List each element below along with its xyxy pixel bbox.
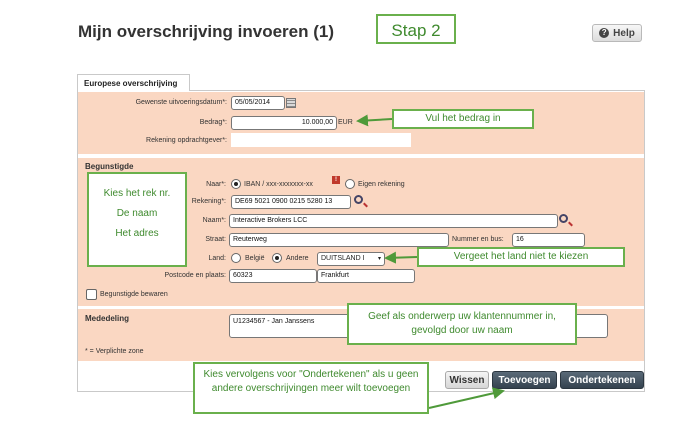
help-label: Help: [613, 27, 635, 39]
page-title: Mijn overschrijving invoeren (1): [78, 22, 335, 41]
step-callout: Stap 2: [376, 14, 456, 44]
required-note: * = Verplichte zone: [85, 348, 144, 355]
postcode-label: Postcode en plaats:: [164, 272, 227, 279]
add-button[interactable]: Toevoegen: [492, 371, 557, 389]
payer-account-label: Rekening opdrachtgever*:: [146, 137, 227, 144]
sign-callout: Kies vervolgens voor "Ondertekenen" als …: [193, 362, 429, 414]
city-input[interactable]: Frankfurt: [317, 269, 415, 283]
beneficiary-callout: Kies het rek nr. De naam Het adres: [87, 172, 187, 267]
message-callout: Geef als onderwerp uw klantennummer in, …: [347, 303, 577, 345]
tab-european-transfer[interactable]: Europese overschrijving: [77, 74, 190, 91]
postcode-input[interactable]: 60323: [229, 269, 317, 283]
street-input[interactable]: Reuterweg: [229, 233, 449, 247]
country-select-value: DUITSLAND I: [321, 255, 365, 262]
sign-button[interactable]: Ondertekenen: [560, 371, 644, 389]
save-beneficiary-label: Begunstigde bewaren: [100, 291, 168, 298]
other-country-radio[interactable]: [272, 253, 282, 263]
country-arrow: [384, 251, 418, 264]
alert-icon: !: [332, 176, 340, 184]
number-input[interactable]: 16: [512, 233, 585, 247]
other-country-label: Andere: [286, 255, 309, 262]
sign-arrow: [428, 387, 505, 409]
date-label: Gewenste uitvoeringsdatum*:: [135, 99, 227, 106]
belgium-radio[interactable]: [231, 253, 241, 263]
chevron-down-icon: ▾: [377, 256, 381, 262]
currency-label: EUR: [338, 119, 353, 126]
message-heading: Mededeling: [85, 314, 130, 323]
save-beneficiary-checkbox[interactable]: [86, 289, 97, 300]
calendar-icon[interactable]: [286, 98, 296, 108]
payer-account-select[interactable]: [231, 133, 411, 147]
search-account-icon[interactable]: [354, 195, 363, 204]
amount-callout: Vul het bedrag in: [392, 109, 534, 129]
help-button[interactable]: ? Help: [592, 24, 642, 42]
amount-input[interactable]: 10.000,00: [231, 116, 337, 130]
own-account-label: Eigen rekening: [358, 181, 405, 188]
clear-button[interactable]: Wissen: [445, 371, 489, 389]
amount-arrow: [356, 114, 393, 127]
name-input[interactable]: Interactive Brokers LCC: [229, 214, 558, 228]
country-label: Land:: [208, 255, 226, 262]
to-label: Naar*:: [206, 181, 226, 188]
amount-label: Bedrag*:: [199, 119, 227, 126]
beneficiary-callout-line-1: Kies het rek nr.: [103, 188, 171, 199]
belgium-label: België: [245, 255, 265, 262]
number-label: Nummer en bus:: [452, 236, 504, 243]
question-icon: ?: [599, 28, 610, 38]
search-name-icon[interactable]: [559, 214, 568, 223]
date-input[interactable]: 05/05/2014: [231, 96, 285, 110]
beneficiary-heading: Begunstigde: [85, 162, 134, 171]
country-callout: Vergeet het land niet te kiezen: [417, 247, 625, 267]
iban-option-label: IBAN / xxx-xxxxxxx-xx: [244, 181, 313, 188]
iban-radio[interactable]: [231, 179, 241, 189]
own-account-radio[interactable]: [345, 179, 355, 189]
beneficiary-account-label: Rekening*:: [191, 198, 226, 205]
beneficiary-callout-line-2: De naam: [116, 208, 158, 219]
beneficiary-account-input[interactable]: DE69 5021 0900 0215 5280 13: [231, 195, 351, 209]
name-label: Naam*:: [202, 217, 226, 224]
beneficiary-callout-line-3: Het adres: [115, 228, 159, 239]
street-label: Straat:: [205, 236, 226, 243]
